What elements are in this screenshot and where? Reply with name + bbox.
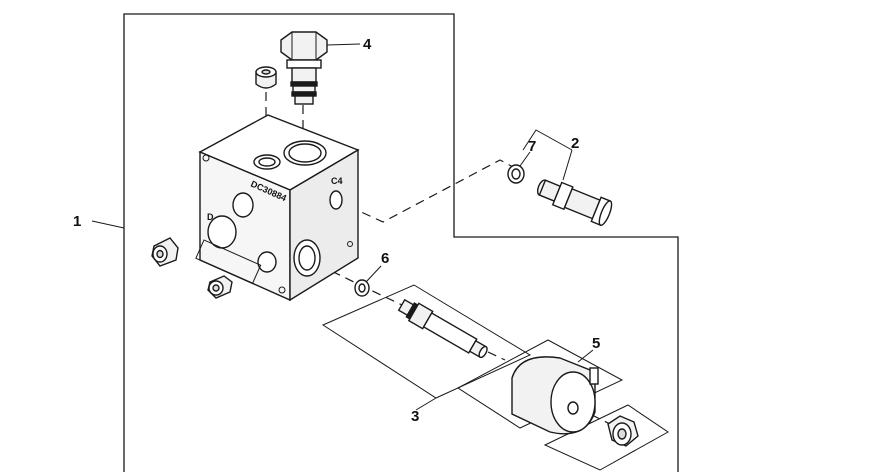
dash-line-stem-coil — [487, 351, 506, 361]
leader-3 — [415, 397, 437, 411]
coil-nut — [607, 415, 639, 447]
leader-7 — [519, 151, 531, 167]
side-plug-large — [151, 237, 179, 267]
leader-5 — [577, 349, 594, 363]
solenoid-stem — [397, 298, 488, 359]
pressure-sensor — [536, 179, 613, 227]
o-ring — [507, 164, 525, 184]
callout-3: 3 — [411, 408, 419, 425]
side-plug-small — [207, 275, 233, 299]
kit-box-nut — [543, 404, 669, 471]
port-label-d: D — [207, 212, 214, 222]
dash-line-sensor — [334, 159, 516, 223]
kit-box-3 — [321, 284, 532, 399]
washer — [354, 279, 370, 297]
leader-2 — [522, 129, 573, 151]
valve-block: D C4 DC30884 — [195, 114, 360, 302]
callout-5: 5 — [592, 335, 600, 352]
solenoid-coil — [511, 356, 599, 435]
cartridge-valve — [280, 31, 328, 105]
leader-2b — [562, 149, 573, 181]
callout-6: 6 — [381, 250, 389, 267]
leader-4 — [326, 43, 361, 46]
kit-box-5 — [457, 339, 624, 429]
top-plug — [255, 66, 277, 89]
callout-1: 1 — [73, 213, 81, 230]
callout-2: 2 — [571, 135, 579, 152]
leader-1 — [91, 220, 125, 229]
port-label-c4: C4 — [331, 176, 343, 186]
leader-6 — [365, 265, 382, 283]
callout-7: 7 — [528, 138, 536, 155]
callout-4: 4 — [363, 36, 372, 53]
assembly-frame — [123, 13, 679, 472]
